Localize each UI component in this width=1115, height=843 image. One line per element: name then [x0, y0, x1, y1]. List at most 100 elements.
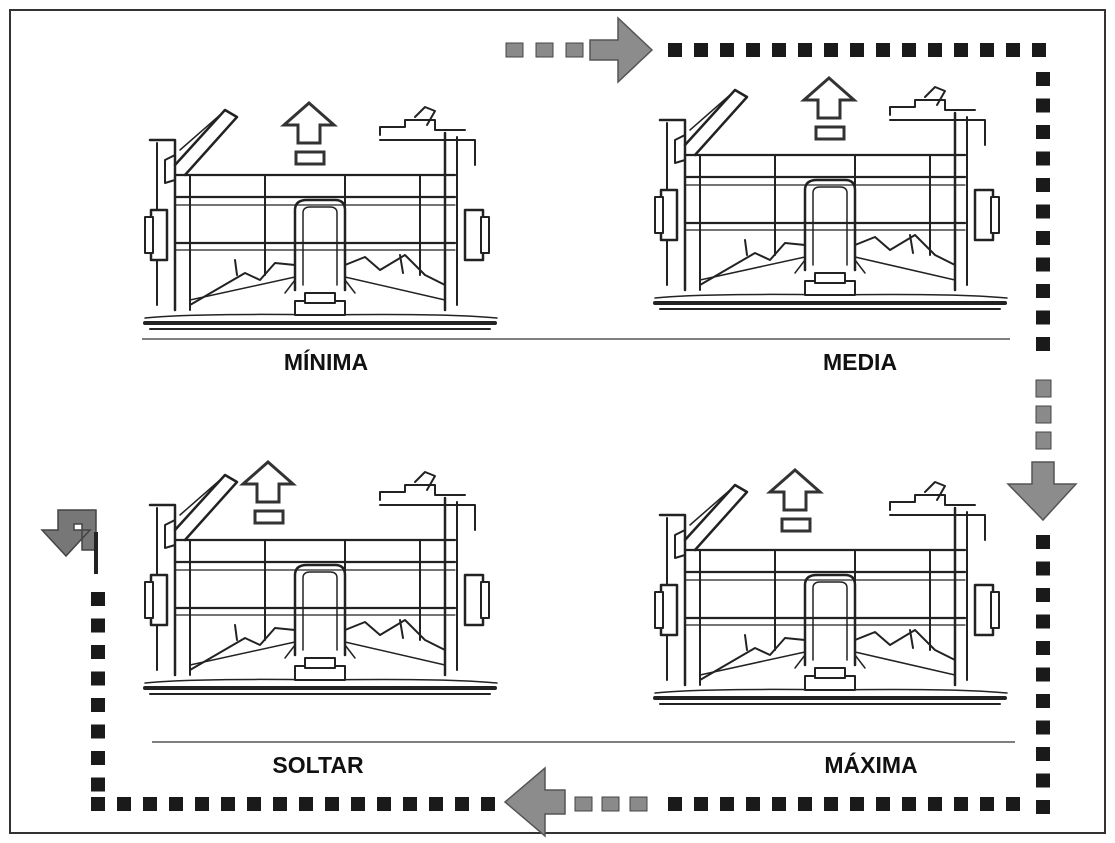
dash-segment: [1036, 773, 1050, 788]
dash-segment: [273, 797, 287, 811]
dash-segment: [91, 724, 105, 739]
dash-segment: [403, 797, 417, 811]
dash-segment: [1036, 337, 1050, 351]
dash-segment: [429, 797, 443, 811]
dash-segment: [1036, 667, 1050, 682]
diagram-border: [9, 9, 1106, 834]
rack-icon-soltar: [143, 470, 499, 696]
dash-segment: [1036, 641, 1050, 655]
dash-segment: [798, 797, 812, 811]
dash-segment: [668, 43, 682, 57]
dash-segment-light: [565, 42, 584, 58]
dash-segment: [91, 698, 105, 712]
dash-segment: [169, 797, 183, 811]
dash-segment-light: [574, 796, 593, 812]
dash-segment: [1036, 720, 1050, 735]
dash-segment: [772, 797, 786, 811]
label-minima: MÍNIMA: [284, 348, 368, 375]
dash-segment: [195, 797, 209, 811]
dash-segment: [720, 43, 734, 57]
dash-segment: [91, 751, 105, 765]
up-arrow-icon-minima: [282, 101, 336, 166]
dash-segment: [377, 797, 391, 811]
dash-segment: [299, 797, 313, 811]
dash-segment: [1032, 43, 1046, 57]
dash-segment: [221, 797, 235, 811]
dash-segment: [954, 43, 968, 57]
dash-segment: [117, 797, 131, 811]
dash-segment: [694, 43, 708, 57]
dash-segment: [720, 797, 734, 811]
dash-segment: [980, 797, 994, 811]
label-soltar: SOLTAR: [272, 752, 364, 778]
dash-segment: [1036, 284, 1050, 298]
flow-arrow-icon-right: [589, 16, 654, 84]
dash-segment: [143, 797, 157, 811]
dash-segment: [1036, 535, 1050, 549]
flow-arrow-icon-down: [1006, 461, 1078, 522]
dash-segment: [1036, 257, 1050, 272]
dash-segment-light: [505, 42, 524, 58]
dash-segment: [1036, 125, 1050, 139]
dash-segment: [91, 645, 105, 659]
dash-segment: [954, 797, 968, 811]
dash-segment: [1006, 43, 1020, 57]
dash-segment: [1036, 204, 1050, 219]
dash-segment-light: [1035, 405, 1052, 424]
dash-segment: [928, 797, 942, 811]
dash-segment-light: [601, 796, 620, 812]
dash-segment: [1036, 588, 1050, 602]
dash-segment: [325, 797, 339, 811]
dash-segment: [1036, 72, 1050, 86]
dash-segment: [1036, 151, 1050, 166]
dash-segment-light: [535, 42, 554, 58]
dash-segment-light: [1035, 431, 1052, 450]
dash-segment: [694, 797, 708, 811]
up-arrow-icon-media: [802, 76, 856, 141]
dash-segment: [91, 797, 105, 811]
dash-segment: [91, 777, 105, 792]
dash-segment-light: [629, 796, 648, 812]
dash-segment: [91, 618, 105, 633]
return-arrow-icon: [40, 509, 97, 558]
dash-segment: [902, 43, 916, 57]
dash-segment: [902, 797, 916, 811]
rack-icon-maxima: [653, 480, 1009, 706]
dash-segment: [876, 43, 890, 57]
dash-segment: [1036, 98, 1050, 113]
dash-segment: [928, 43, 942, 57]
dash-segment: [668, 797, 682, 811]
dashed-flow-path: [91, 42, 1052, 814]
dash-segment: [247, 797, 261, 811]
flow-arrow-icon-left: [503, 766, 566, 838]
dash-segment: [1036, 694, 1050, 708]
label-media: MEDIA: [823, 349, 897, 375]
dash-segment: [980, 43, 994, 57]
dash-segment: [1036, 561, 1050, 576]
dash-segment: [455, 797, 469, 811]
up-arrow-icon-maxima: [768, 468, 822, 533]
dash-segment: [1036, 800, 1050, 814]
dash-segment: [1036, 310, 1050, 325]
dash-segment: [481, 797, 495, 811]
label-maxima: MÁXIMA: [824, 751, 917, 778]
dash-segment: [746, 43, 760, 57]
dash-segment: [746, 797, 760, 811]
dash-segment: [1036, 178, 1050, 192]
rack-icon-media: [653, 85, 1009, 311]
dash-segment: [876, 797, 890, 811]
dash-segment: [91, 592, 105, 606]
dash-segment: [91, 671, 105, 686]
dash-segment: [1036, 231, 1050, 245]
dash-segment: [850, 797, 864, 811]
dash-segment: [798, 43, 812, 57]
dash-segment: [1036, 614, 1050, 629]
up-arrow-icon-soltar: [241, 460, 295, 525]
dash-segment: [772, 43, 786, 57]
dash-segment: [351, 797, 365, 811]
dash-segment: [824, 43, 838, 57]
dash-segment: [824, 797, 838, 811]
dash-segment: [1006, 797, 1020, 811]
dash-segment: [850, 43, 864, 57]
